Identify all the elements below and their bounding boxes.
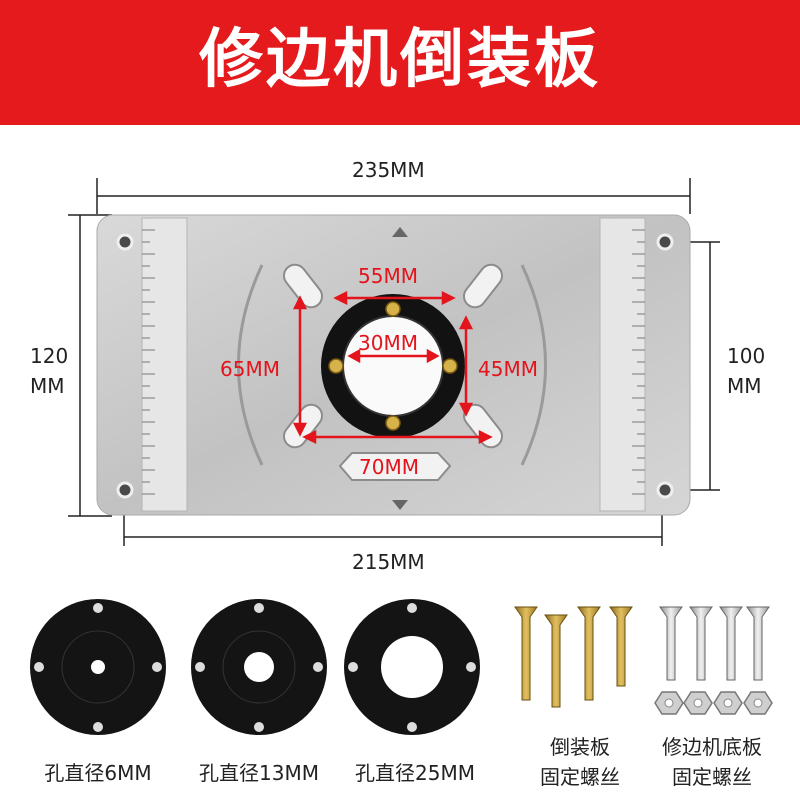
title-banner <box>0 0 800 125</box>
label-30mm: 30MM <box>358 331 418 355</box>
right-ruler <box>599 217 646 512</box>
caption-ring-13mm: 孔直径13MM <box>199 761 319 785</box>
router-plate-diagram <box>30 178 773 735</box>
router-plate <box>96 214 691 516</box>
caption-gold-screws-line1: 倒装板 <box>550 735 610 759</box>
ring-6mm <box>30 599 166 735</box>
right-height-unit: MM <box>727 374 762 398</box>
left-ruler <box>141 217 188 512</box>
dimension-lines <box>68 178 720 546</box>
gold-screws <box>514 606 633 708</box>
page-title: 修边机倒装板 <box>199 23 601 97</box>
silver-screws <box>659 606 770 681</box>
caption-ring-6mm: 孔直径6MM <box>44 761 152 785</box>
ring-13mm <box>191 599 327 735</box>
bottom-width-label: 215MM <box>352 550 425 574</box>
label-65mm: 65MM <box>220 357 280 381</box>
label-55mm: 55MM <box>358 264 418 288</box>
caption-ring-25mm: 孔直径25MM <box>355 761 475 785</box>
caption-silver-screws-line1: 修边机底板 <box>662 735 762 759</box>
left-height-value: 120 <box>30 344 69 368</box>
ring-25mm <box>344 599 480 735</box>
right-height-value: 100 <box>727 344 766 368</box>
corner-holes <box>116 233 674 499</box>
caption-gold-screws-line2: 固定螺丝 <box>540 765 620 789</box>
left-height-unit: MM <box>30 374 65 398</box>
red-dimension-lines <box>292 290 493 445</box>
label-70mm: 70MM <box>359 455 419 479</box>
top-width-label: 235MM <box>352 158 425 182</box>
caption-silver-screws-line2: 固定螺丝 <box>672 765 752 789</box>
label-45mm: 45MM <box>478 357 538 381</box>
